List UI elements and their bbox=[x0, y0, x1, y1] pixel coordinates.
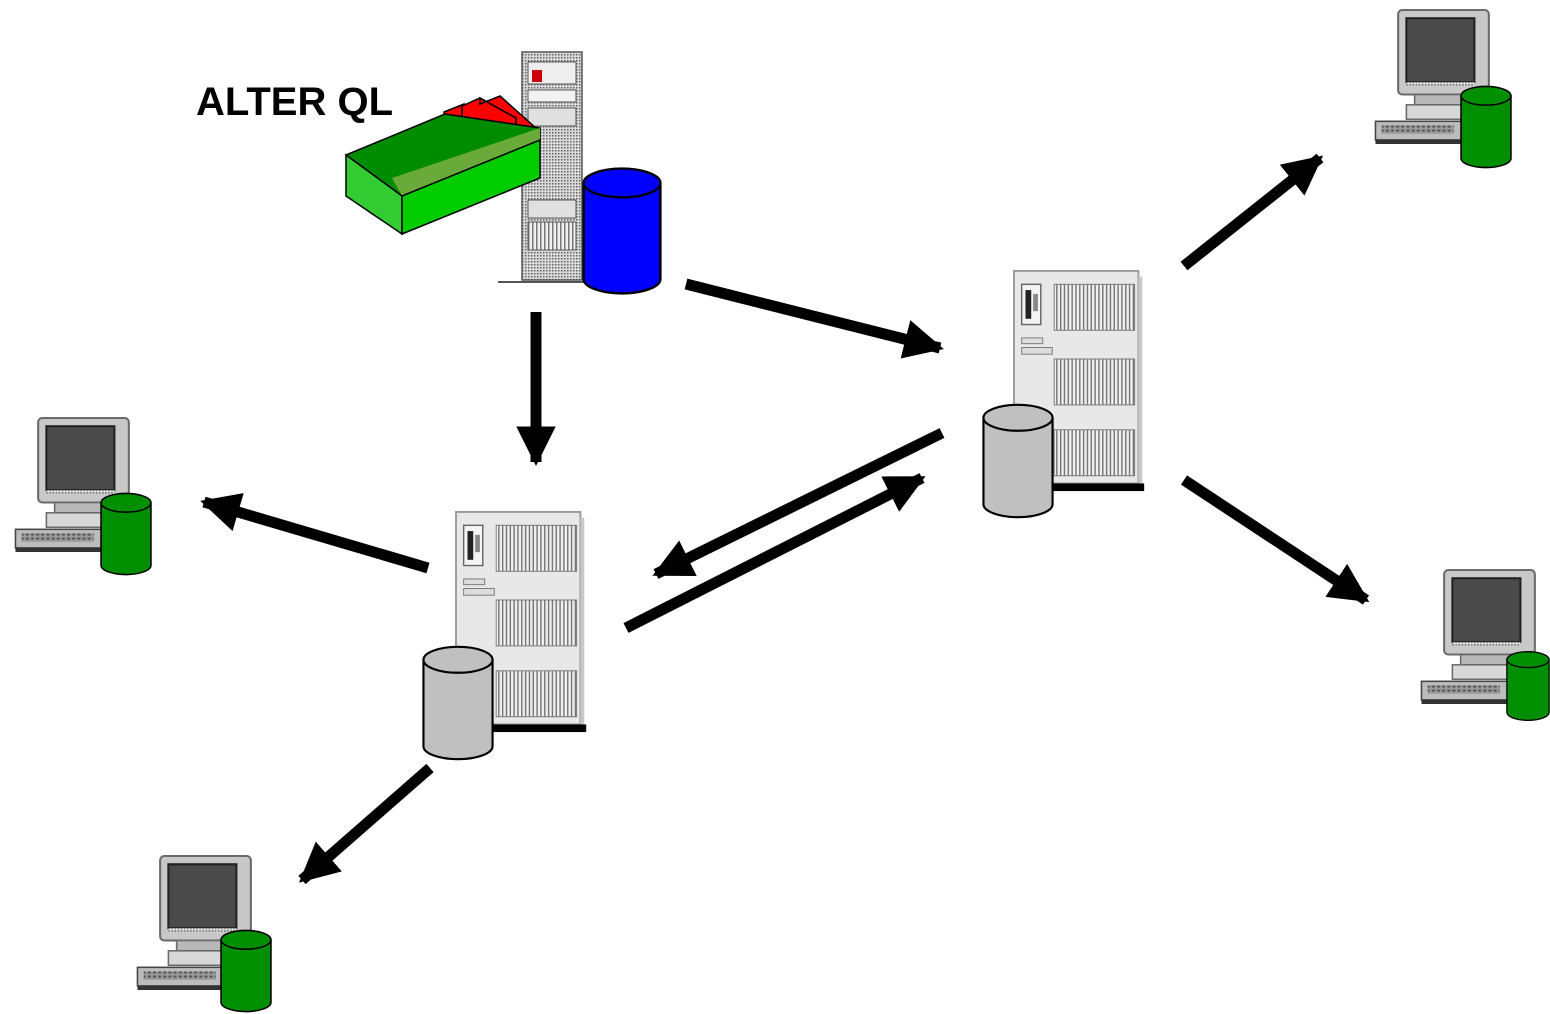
arrow-server-right-to-workstation-top-right bbox=[1180, 153, 1324, 271]
arrow-server-right-to-workstation-right bbox=[1180, 475, 1370, 605]
workstation-top-right bbox=[1374, 8, 1512, 169]
green-database-icon bbox=[100, 492, 152, 576]
alter-ql-label: ALTER QL bbox=[196, 80, 393, 124]
arrows bbox=[200, 153, 1370, 885]
arrow-server-right-to-server-left bbox=[652, 428, 945, 579]
arrow-server-left-to-server-right bbox=[623, 473, 926, 633]
arrow-server-left-to-workstation-left bbox=[200, 493, 430, 574]
workstation-bottom bbox=[136, 854, 272, 1013]
green-database-icon bbox=[1460, 85, 1512, 169]
workstation-left bbox=[14, 416, 152, 576]
queue-tray-icon bbox=[344, 95, 541, 236]
green-database-icon bbox=[1506, 650, 1550, 722]
arrow-main-to-server-right bbox=[684, 278, 944, 359]
mainframe-server-icon bbox=[498, 51, 584, 283]
main-server: ALTER QL bbox=[196, 51, 662, 295]
server-right bbox=[982, 269, 1146, 519]
blue-database-icon bbox=[582, 167, 662, 295]
arrow-server-left-to-workstation-bottom bbox=[298, 763, 434, 885]
workstation-right bbox=[1420, 568, 1550, 722]
green-database-icon bbox=[220, 929, 272, 1013]
gray-database-icon bbox=[422, 645, 494, 761]
server-left bbox=[422, 510, 588, 761]
gray-database-icon bbox=[982, 403, 1054, 519]
